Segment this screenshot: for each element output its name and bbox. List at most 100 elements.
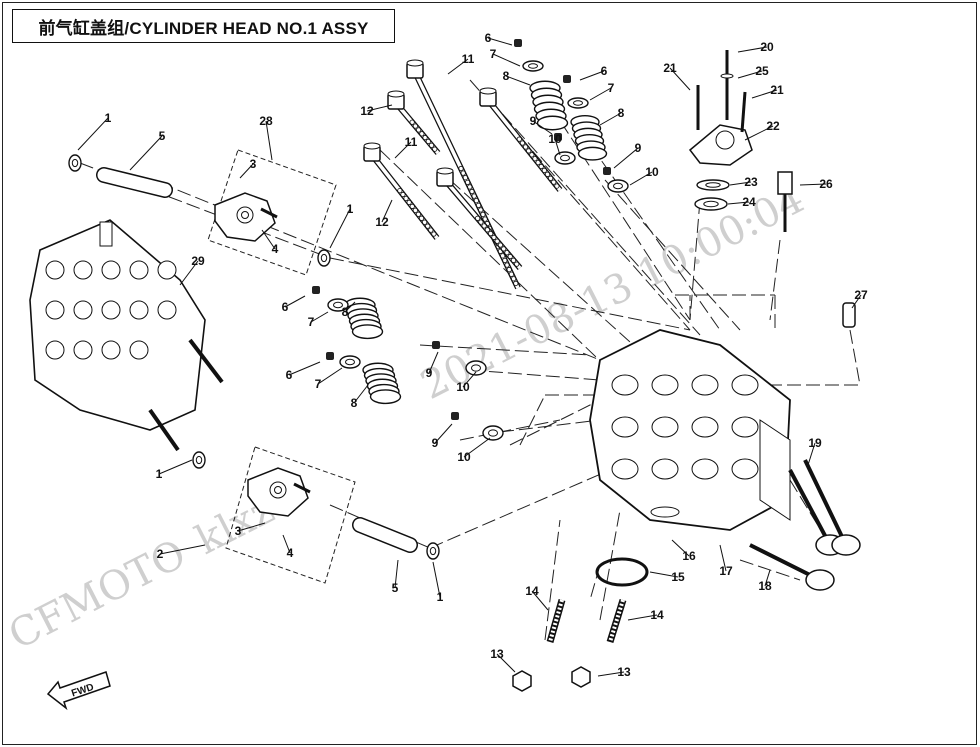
callout-leader — [744, 125, 774, 141]
coil — [536, 115, 569, 131]
thread — [471, 193, 477, 199]
seal-9-a — [554, 133, 562, 141]
washer-inner — [195, 455, 203, 465]
thread — [508, 271, 515, 277]
callout-leader — [394, 559, 399, 589]
seal-9-c — [432, 341, 440, 349]
callout-leader — [751, 89, 778, 99]
bolt-head-top — [406, 59, 424, 67]
connector-line — [519, 394, 546, 446]
thread — [469, 188, 475, 195]
callout-label: 26 — [819, 177, 833, 191]
callout-label: 9 — [426, 366, 433, 380]
small-part — [312, 286, 320, 294]
callout-label: 8 — [618, 106, 625, 120]
page-title: 前气缸盖组/CYLINDER HEAD NO.1 ASSY — [38, 18, 369, 38]
callout-leader — [288, 361, 321, 376]
callout-leader — [496, 653, 516, 673]
exhaust-valve-19 — [803, 459, 861, 556]
callout-label: 1 — [105, 111, 112, 125]
thread — [491, 234, 497, 240]
callout-leader — [589, 87, 612, 101]
callout-label: 9 — [635, 141, 642, 155]
callout-leader — [851, 294, 862, 309]
title-box: 前气缸盖组/CYLINDER HEAD NO.1 ASSY — [12, 9, 395, 43]
callout-leader — [599, 112, 622, 126]
washer-10-c — [465, 360, 487, 376]
callout-leader — [597, 671, 625, 677]
callout-leader — [727, 201, 750, 205]
head-detail — [651, 458, 679, 480]
callout-label: 16 — [682, 549, 696, 563]
washer-inner — [703, 200, 719, 208]
nut-13-b — [571, 666, 591, 688]
cylinder-head-16 — [589, 329, 791, 531]
valve-spring-8-a — [529, 80, 569, 131]
retainer-7-b — [567, 97, 589, 109]
sensor-27 — [842, 302, 856, 328]
bolt-11-a — [406, 59, 521, 290]
valve-head — [805, 569, 835, 591]
callout-label: 21 — [770, 83, 784, 97]
valve-spring-8-d — [362, 362, 402, 405]
callout-label: 11 — [462, 52, 475, 66]
washer-inner — [705, 182, 721, 188]
thread — [551, 179, 557, 185]
thread — [535, 160, 541, 166]
callout-leader — [261, 229, 276, 250]
thread — [458, 165, 464, 172]
watermark-brand: CFMOTO — [2, 531, 194, 659]
callout-label: 5 — [392, 581, 399, 595]
valve-stem — [803, 459, 848, 546]
callout-label: 8 — [351, 396, 358, 410]
thread — [422, 219, 428, 225]
engine-detail — [157, 260, 177, 280]
head-detail — [611, 416, 639, 438]
thread — [428, 227, 434, 233]
guide-line — [769, 239, 781, 321]
callout-leader — [353, 384, 369, 404]
thread — [529, 152, 535, 158]
callout-leader — [179, 260, 199, 286]
guide-line — [379, 149, 621, 381]
callout-leader — [613, 147, 639, 169]
callout-leader — [77, 117, 109, 151]
bolt-head-top — [363, 142, 381, 150]
guide-line — [459, 419, 561, 441]
housing-port — [715, 130, 735, 150]
callout-label: 6 — [286, 368, 293, 382]
callout-leader — [764, 569, 771, 587]
engine-detail — [129, 340, 149, 360]
nut-body — [571, 666, 591, 688]
callout-label: 3 — [250, 157, 257, 171]
valve-spring-8-c — [344, 297, 384, 340]
small-part — [563, 75, 571, 83]
rocker-bore — [241, 211, 249, 219]
callout-label: 21 — [663, 61, 677, 75]
engine-detail — [45, 340, 65, 360]
engine-detail — [45, 260, 65, 280]
thread — [475, 202, 482, 208]
thread — [548, 175, 554, 181]
guide-line — [429, 469, 611, 549]
pipe-body — [353, 518, 417, 552]
rocker-assembly-28 — [214, 192, 278, 242]
head-detail — [731, 416, 759, 438]
nut-13-a — [512, 670, 532, 692]
callout-leader — [729, 181, 752, 186]
callout-leader — [554, 138, 561, 156]
thread — [480, 211, 486, 218]
bolt-12-b — [436, 167, 523, 270]
callout-label: 17 — [719, 564, 733, 578]
engine-detail — [101, 260, 121, 280]
thread — [501, 246, 507, 252]
thread — [514, 261, 520, 267]
washer-inner — [333, 301, 343, 309]
dowel-5-b — [352, 517, 418, 553]
callout-label: 14 — [525, 584, 539, 598]
callout-label: 29 — [191, 254, 205, 268]
callout-label: 15 — [671, 570, 685, 584]
callout-leader — [799, 183, 827, 186]
bolt-head-top — [436, 167, 454, 175]
washer-inner — [71, 158, 79, 168]
